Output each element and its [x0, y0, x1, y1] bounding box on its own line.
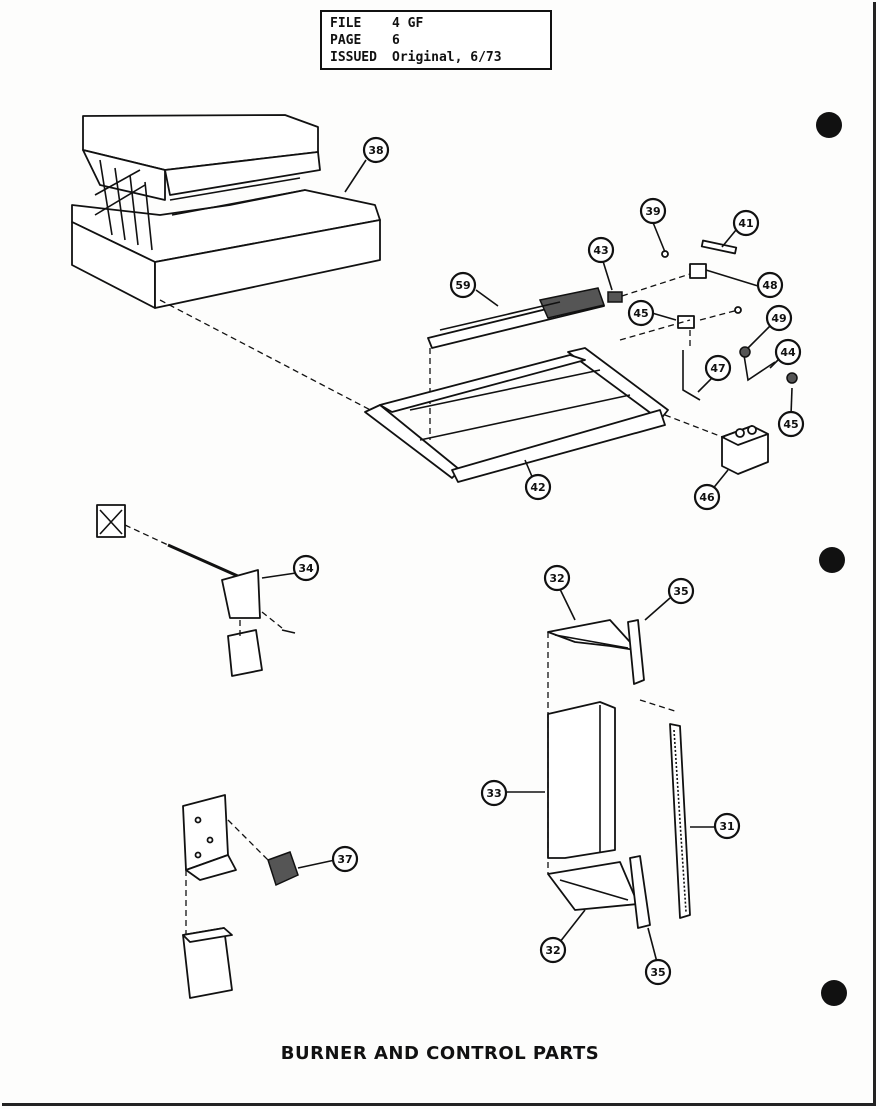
callout-35: 35 [644, 958, 672, 986]
heat-exchanger-panels [547, 619, 691, 929]
callout-43: 43 [587, 236, 615, 264]
callout-37: 37 [331, 845, 359, 873]
callout-label: 34 [298, 562, 314, 575]
callout-35: 35 [667, 577, 695, 605]
file-value: 4 GF [392, 16, 424, 31]
callout-44: 44 [774, 338, 802, 366]
control-block-part [721, 425, 769, 475]
callout-label: 31 [719, 820, 734, 833]
limit-switch-assembly-part [182, 794, 299, 999]
page-label: PAGE [330, 33, 362, 48]
registration-dot-bottom [821, 980, 847, 1006]
callout-label: 45 [783, 418, 798, 431]
callout-47: 47 [704, 354, 732, 382]
burner-housing-part [71, 114, 381, 309]
page-title: BURNER AND CONTROL PARTS [280, 1043, 600, 1064]
callout-32: 32 [539, 936, 567, 964]
burner-tray-part [364, 347, 669, 483]
issued-label: ISSUED [330, 50, 377, 65]
callout-label: 59 [455, 279, 470, 292]
callout-label: 43 [593, 244, 608, 257]
callout-41: 41 [732, 209, 760, 237]
callout-label: 49 [771, 312, 786, 325]
callout-label: 37 [337, 853, 352, 866]
callout-32: 32 [543, 564, 571, 592]
callout-49: 49 [765, 304, 793, 332]
registration-dot-top [816, 112, 842, 138]
callout-45: 45 [777, 410, 805, 438]
callout-label: 46 [699, 491, 715, 504]
callout-group: 38 39 41 43 48 59 45 49 44 47 45 42 46 34 32 35 33 31 37 32… [292, 136, 805, 986]
callout-33: 33 [480, 779, 508, 807]
callout-label: 45 [633, 307, 648, 320]
callout-46: 46 [693, 483, 721, 511]
callout-31: 31 [713, 812, 741, 840]
file-info-box: FILE 4 GF PAGE 6 ISSUED Original, 6/73 [320, 10, 552, 70]
page-value: 6 [392, 33, 400, 48]
issued-value: Original, 6/73 [392, 50, 502, 65]
burner-tube-part [427, 287, 605, 349]
callout-59: 59 [449, 271, 477, 299]
callout-34: 34 [292, 554, 320, 582]
callout-45: 45 [627, 299, 655, 327]
callout-label: 38 [368, 144, 383, 157]
callout-label: 32 [549, 572, 564, 585]
callout-label: 47 [710, 362, 725, 375]
callout-48: 48 [756, 271, 784, 299]
callout-leaders [261, 159, 793, 967]
callout-39: 39 [639, 197, 667, 225]
callout-label: 32 [545, 944, 560, 957]
callout-label: 39 [645, 205, 660, 218]
callout-label: 41 [738, 217, 753, 230]
callout-label: 42 [530, 481, 545, 494]
ignitor-assembly-part [96, 504, 296, 677]
callout-label: 35 [650, 966, 665, 979]
callout-label: 44 [780, 346, 796, 359]
callout-label: 48 [762, 279, 777, 292]
callout-label: 33 [486, 787, 501, 800]
gas-valve-fittings [607, 239, 798, 401]
callout-label: 35 [673, 585, 688, 598]
registration-dot-middle [819, 547, 845, 573]
callout-42: 42 [524, 473, 552, 501]
callout-38: 38 [362, 136, 390, 164]
file-label: FILE [330, 16, 362, 31]
